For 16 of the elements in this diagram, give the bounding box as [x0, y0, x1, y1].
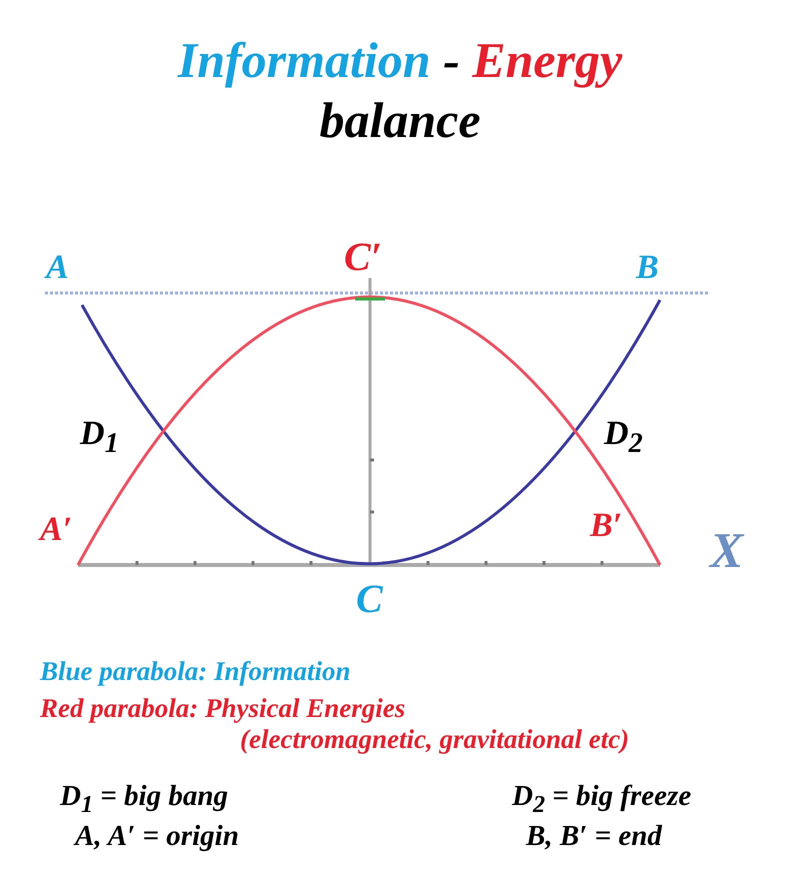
- legend-text: Red parabola: Physical Energies (electromagnetic, gravitational etc): [40, 693, 630, 756]
- point-label: B′: [590, 506, 622, 546]
- point-label: D$_{2}$: [604, 414, 643, 460]
- title: Information - Energy balance: [176, 31, 624, 150]
- point-label: A′: [40, 510, 72, 550]
- axis-label: X: [710, 522, 744, 580]
- note: A, A′ = origin: [75, 820, 239, 854]
- point-label: C′: [344, 234, 382, 280]
- point-label: D$_{1}$: [80, 414, 119, 460]
- note: B, B′ = end: [526, 820, 662, 854]
- point-label: A: [46, 248, 69, 288]
- legend-text: Blue parabola: Information: [40, 656, 351, 688]
- note: D$_{2}$ = big freeze: [512, 780, 692, 819]
- point-label: C: [356, 576, 383, 622]
- note: D$_{1}$ = big bang: [60, 780, 228, 819]
- point-label: B: [636, 248, 659, 288]
